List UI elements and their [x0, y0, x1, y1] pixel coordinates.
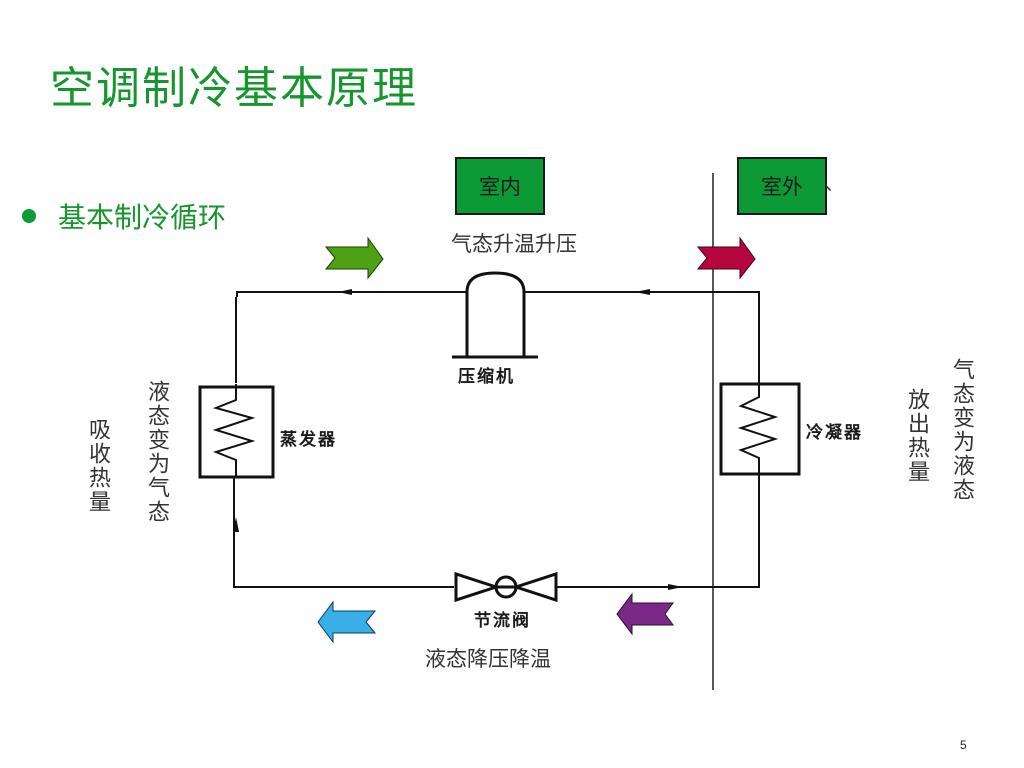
pipe-bottom-right — [556, 470, 760, 588]
pipe-top-right — [522, 291, 760, 382]
outdoor-bottom-arrow-icon — [616, 592, 674, 636]
evaporator-label: 蒸发器 — [280, 430, 337, 450]
page-number: 5 — [960, 738, 967, 752]
evaporator-symbol — [198, 384, 275, 479]
evaporation-process-label: 液态变为气态 — [144, 380, 169, 524]
outdoor-top-arrow-icon — [696, 236, 756, 280]
bullet-dot-icon — [22, 209, 36, 223]
condenser-label: 冷凝器 — [806, 423, 863, 443]
throttling-process-label: 液态降压降温 — [425, 647, 551, 671]
compressor-symbol — [452, 271, 538, 359]
throttle-valve-symbol — [454, 571, 558, 603]
refrigerant-pipe — [233, 291, 760, 588]
compressor-label: 压缩机 — [458, 367, 515, 387]
compression-process-label: 气态升温升压 — [451, 232, 577, 256]
slide-title: 空调制冷基本原理 — [50, 63, 418, 114]
release-heat-label: 放出热量 — [904, 388, 929, 484]
pipe-top-left — [236, 291, 468, 297]
outdoor-zone-label: 室外 — [737, 157, 827, 215]
throttle-valve-label: 节流阀 — [474, 611, 531, 631]
flow-arrow-bottom-right — [668, 584, 683, 590]
condensation-process-label: 气态变为液态 — [949, 358, 974, 502]
pipe-bottom-left — [233, 470, 454, 588]
flow-arrow-top-right — [635, 289, 650, 295]
flow-arrow-top-left — [338, 289, 352, 295]
outdoor-suffix-mark: 、 — [825, 174, 843, 195]
indoor-top-arrow-icon — [324, 236, 384, 280]
indoor-zone-label: 室内 — [455, 157, 545, 215]
absorb-heat-label: 吸收热量 — [85, 418, 110, 514]
flow-arrow-left — [233, 517, 239, 532]
bullet-text: 基本制冷循环 — [58, 201, 227, 234]
indoor-bottom-arrow-icon — [317, 600, 377, 644]
condenser-symbol — [719, 382, 801, 476]
bullet-item: 基本制冷循环 — [22, 196, 226, 236]
